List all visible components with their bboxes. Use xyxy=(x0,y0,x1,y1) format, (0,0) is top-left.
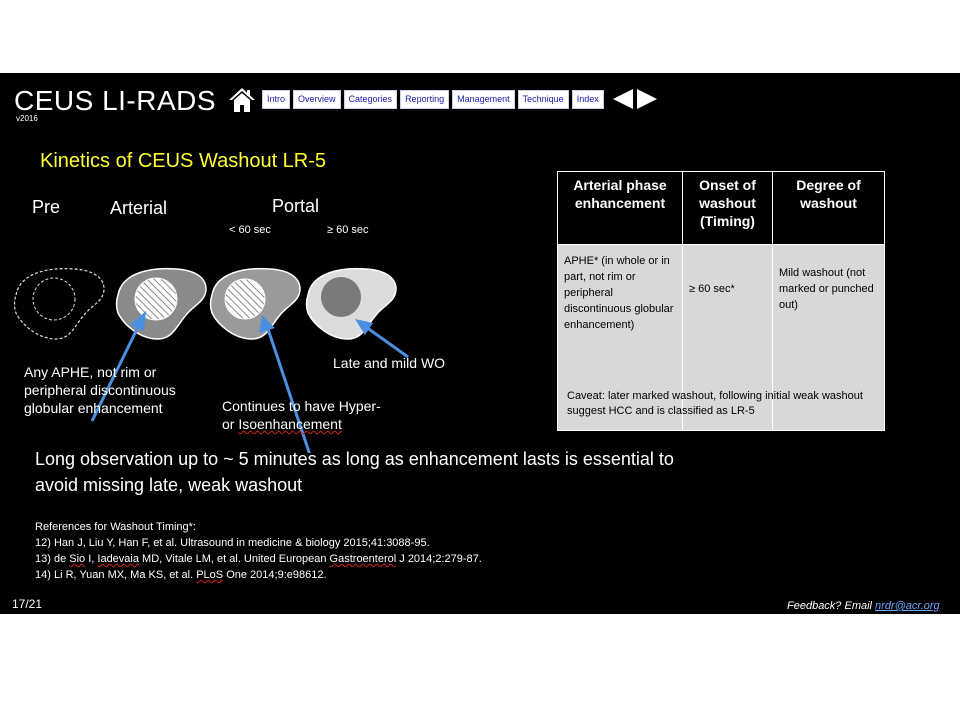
table-cell-timing: ≥ 60 sec* xyxy=(682,244,773,431)
pointer-arrows xyxy=(90,311,409,453)
nav-index[interactable]: Index xyxy=(571,90,604,109)
reference-14: 14) Li R, Yuan MX, Ma KS, et al. PLoS On… xyxy=(35,569,327,581)
references-title: References for Washout Timing*: xyxy=(35,521,196,533)
table-row: APHE* (in whole or in part, not rim or p… xyxy=(557,244,885,431)
table-cell-enhancement: APHE* (in whole or in part, not rim or p… xyxy=(557,244,683,431)
observation-statement: Long observation up to ~ 5 minutes as lo… xyxy=(35,449,674,495)
app-title: CEUS LI-RADS xyxy=(14,85,217,116)
nav-technique[interactable]: Technique xyxy=(517,90,569,109)
home-icon[interactable] xyxy=(229,87,255,113)
feedback-label: Feedback? Email xyxy=(787,600,876,612)
references: References for Washout Timing*: 12) Han … xyxy=(35,519,655,583)
annotation-late-mild: Late and mild WO xyxy=(333,355,446,371)
phase-label-arterial: Arterial xyxy=(110,198,168,218)
slide-heading: Kinetics of CEUS Washout LR-5 xyxy=(40,150,327,172)
reference-13: 13) de Sio I, Iadevaia MD, Vitale LM, et… xyxy=(35,553,482,565)
nav-intro[interactable]: Intro xyxy=(262,90,291,109)
feedback: Feedback? Email nrdr@acr.org xyxy=(787,600,940,612)
app-version: v2016 xyxy=(16,114,38,123)
feedback-email-link[interactable]: nrdr@acr.org xyxy=(875,600,940,612)
slide-navigation xyxy=(613,89,657,109)
nav-bar: Intro Overview Categories Reporting Mana… xyxy=(262,90,604,109)
table-cell-degree: Mild washout (not marked or punched out) xyxy=(772,244,885,431)
timing-label-over-60: ≥ 60 sec xyxy=(327,224,369,236)
page-number: 17/21 xyxy=(12,597,43,611)
liver-portal-early xyxy=(209,267,301,340)
slide: CEUS LI-RADS v2016 Intro Overview Catego… xyxy=(0,73,960,614)
nav-reporting[interactable]: Reporting xyxy=(400,90,450,109)
annotation-aphe: Any APHE, not rim or peripheral disconti… xyxy=(24,364,176,416)
table-header: Onset of washout (Timing) xyxy=(682,171,773,245)
liver-pre-phase xyxy=(13,268,105,340)
nav-overview[interactable]: Overview xyxy=(293,90,341,109)
timing-label-under-60: < 60 sec xyxy=(229,224,271,236)
table-header: Degree of washout xyxy=(772,171,885,245)
phase-label-pre: Pre xyxy=(32,197,61,217)
phase-label-portal: Portal xyxy=(272,196,320,216)
nav-categories[interactable]: Categories xyxy=(343,90,398,109)
arrow-right-icon[interactable] xyxy=(637,89,657,109)
liver-arterial-phase xyxy=(115,267,207,340)
arrow-left-icon[interactable] xyxy=(613,89,633,109)
table-header-row: Arterial phase enhancement Onset of wash… xyxy=(557,171,885,245)
liver-portal-late xyxy=(305,267,397,340)
kinetics-table: Arterial phase enhancement Onset of wash… xyxy=(557,171,885,431)
table-header: Arterial phase enhancement xyxy=(557,171,683,245)
washout-diagram xyxy=(13,267,409,453)
reference-12: 12) Han J, Liu Y, Han F, et al. Ultrasou… xyxy=(35,537,430,549)
table-caveat: Caveat: later marked washout, following … xyxy=(567,390,863,417)
annotation-continues: Continues to have Hyper- or Isoenhanceme… xyxy=(222,398,381,432)
nav-management[interactable]: Management xyxy=(452,90,515,109)
